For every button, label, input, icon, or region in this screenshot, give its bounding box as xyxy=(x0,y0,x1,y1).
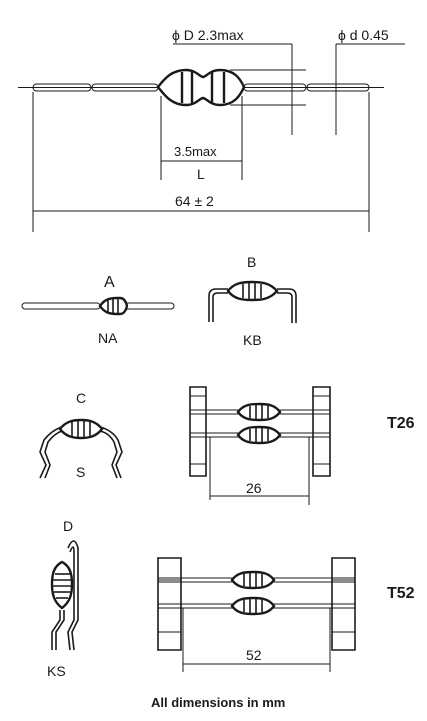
dimension-lines xyxy=(32,43,405,232)
axial-resistor-outline xyxy=(18,68,384,107)
form-d-code: KS xyxy=(47,663,66,679)
body-length-symbol: L xyxy=(197,166,205,182)
lead-diameter-label: ϕ d 0.45 xyxy=(338,27,389,43)
overall-length-label: 64 ± 2 xyxy=(175,193,214,209)
form-c-letter: C xyxy=(76,390,87,406)
units-footnote: All dimensions in mm xyxy=(151,695,286,710)
form-c-code: S xyxy=(76,464,86,480)
form-a-code: NA xyxy=(98,330,118,346)
form-a-straight xyxy=(21,296,175,316)
body-length-label: 3.5max xyxy=(174,144,217,159)
body-diameter-label: ϕ D 2.3max xyxy=(172,27,244,43)
tape-t26-pitch: 26 xyxy=(246,480,262,496)
form-b-code: KB xyxy=(243,332,262,348)
form-d-letter: D xyxy=(63,518,74,534)
tape-t26 xyxy=(189,386,331,505)
form-d-hairpin xyxy=(50,540,79,651)
form-c-snap xyxy=(39,418,123,479)
form-b-bent xyxy=(208,280,297,323)
tape-t52-pitch: 52 xyxy=(246,647,262,663)
tape-t52-code: T52 xyxy=(387,585,415,602)
form-a-letter: A xyxy=(104,274,115,291)
tape-t52 xyxy=(157,557,356,672)
tape-t26-code: T26 xyxy=(387,415,415,432)
form-b-letter: B xyxy=(247,254,257,270)
